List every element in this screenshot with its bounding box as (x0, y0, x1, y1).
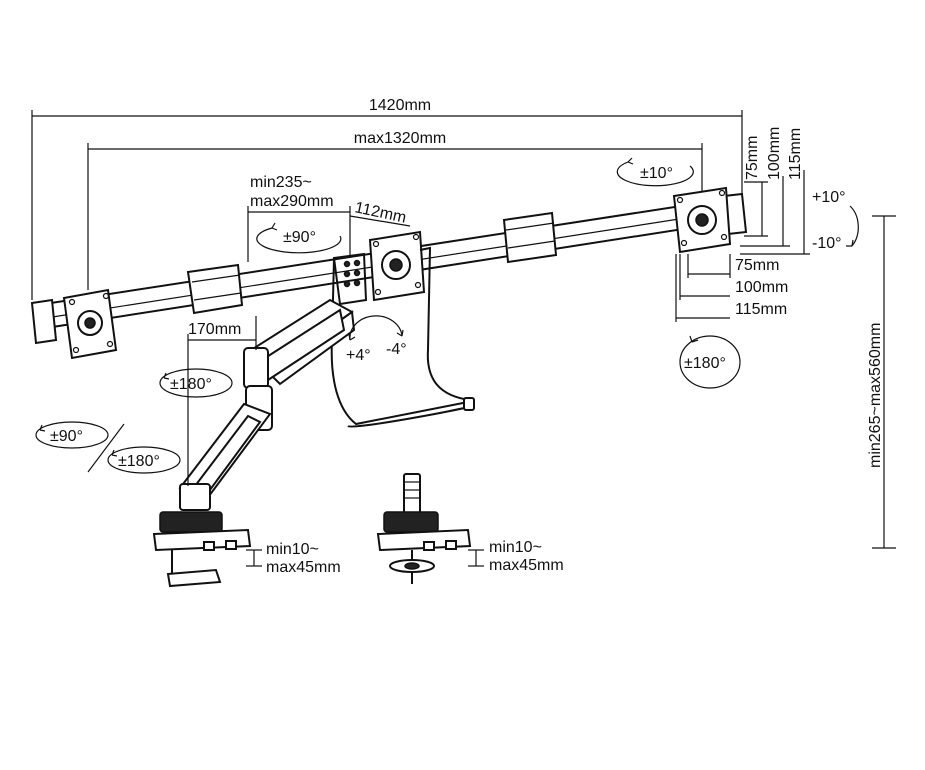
dimension-center-offset: 112mm (349, 199, 411, 227)
vesa-plate-right (672, 186, 732, 254)
vesa-75-vertical-label: 75mm (744, 136, 761, 180)
dimension-vesa-vertical: 75mm 100mm 115mm (740, 127, 810, 255)
rotation-tilt-up-down: +10° -10° (812, 189, 859, 252)
crossbar-slider-right (502, 211, 558, 264)
arm-extension-max-label: max290mm (250, 193, 334, 210)
dimension-clamp-thickness: min10~ max45mm (246, 541, 341, 576)
base-rotation-90-label: ±90° (50, 428, 83, 445)
center-tilt-up-label: +4° (346, 347, 371, 364)
rotation-base: ±90° ±180° (35, 421, 181, 474)
center-offset-label: 112mm (353, 199, 408, 226)
grommet-thickness-min-label: min10~ (489, 539, 542, 556)
vesa-100-horizontal-label: 100mm (735, 279, 788, 296)
rotation-arm-180: ±180° (159, 368, 233, 398)
dimension-total-width: 1420mm (31, 97, 743, 300)
crossbar-slider-left (186, 263, 244, 315)
dimension-vesa-horizontal: 75mm 100mm 115mm (675, 254, 788, 322)
total-width-label: 1420mm (369, 97, 431, 114)
dimension-grommet-thickness: min10~ max45mm (468, 539, 564, 574)
height-range-label: min265~max560mm (867, 323, 884, 468)
rotation-right-tilt: ±10° (616, 157, 694, 187)
base-rotation-180-label: ±180° (118, 453, 160, 470)
center-tilt-down-label: -4° (386, 341, 407, 358)
grommet-thickness-max-label: max45mm (489, 557, 564, 574)
clamp-thickness-min-label: min10~ (266, 541, 319, 558)
rotation-right-180: ±180° (679, 335, 741, 389)
center-swivel-label: ±90° (283, 229, 316, 246)
desk-clamp (152, 511, 252, 588)
tilt-up-label: +10° (812, 189, 846, 206)
vesa-115-horizontal-label: 115mm (735, 301, 787, 318)
vesa-75-horizontal-label: 75mm (735, 257, 779, 274)
vesa-plate-center (368, 230, 426, 302)
clamp-thickness-max-label: max45mm (266, 559, 341, 576)
vesa-plate-left (62, 288, 118, 360)
dimension-arm-extension: min235~ max290mm (247, 174, 351, 262)
vesa-115-vertical-label: 115mm (787, 128, 804, 180)
rotation-center-swivel: ±90° (256, 222, 342, 254)
gas-spring-arm (178, 298, 356, 511)
dimension-height-range: min265~max560mm (867, 215, 896, 549)
right-rotation-label: ±180° (684, 355, 726, 372)
dimension-max-span: max1320mm (87, 130, 703, 290)
pole-offset-label: 170mm (188, 321, 241, 338)
max-span-label: max1320mm (354, 130, 446, 147)
arm-rotation-label: ±180° (170, 376, 212, 393)
tilt-down-label: -10° (812, 235, 842, 252)
grommet-mount (376, 473, 472, 584)
vesa-100-vertical-label: 100mm (766, 127, 783, 180)
dimension-pole-offset: 170mm (187, 316, 257, 486)
arm-extension-min-label: min235~ (250, 174, 312, 191)
right-tilt-range-label: ±10° (640, 165, 673, 182)
rotation-center-tilt: +4° -4° (346, 315, 407, 364)
